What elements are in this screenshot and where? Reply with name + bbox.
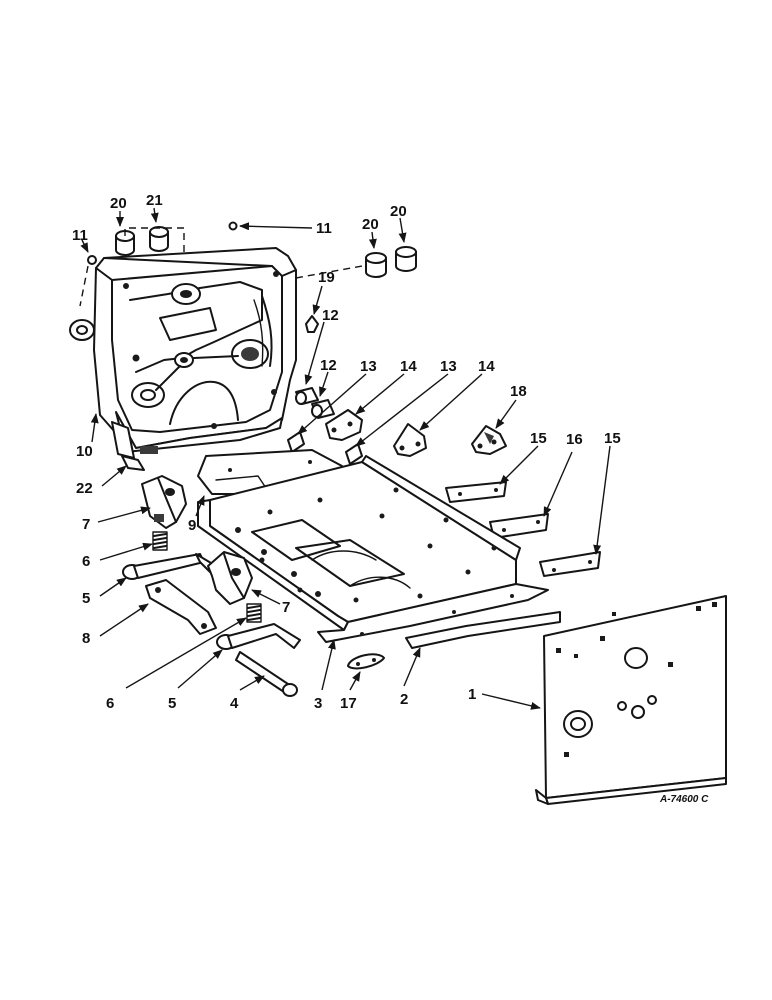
svg-text:11: 11 [72,227,88,244]
svg-text:16: 16 [566,431,583,448]
callout-7-upper: 7 [82,506,151,533]
bushing-20-right-b [395,246,417,272]
callout-14-a: 14 [355,358,417,415]
bushing-20-right-a [365,252,387,278]
svg-text:20: 20 [390,203,407,220]
svg-text:22: 22 [76,480,93,497]
svg-text:18: 18 [510,383,527,400]
svg-text:3: 3 [314,695,322,712]
svg-text:19: 19 [318,269,335,286]
clip-17 [347,653,385,670]
spring-6-upper [152,531,168,551]
callout-5-upper: 5 [82,577,127,607]
svg-text:20: 20 [110,195,127,212]
callout-12-a: 12 [304,307,339,385]
svg-text:5: 5 [82,590,90,607]
callout-8: 8 [82,603,149,647]
svg-text:8: 8 [82,630,90,647]
callout-3: 3 [314,639,336,712]
svg-text:6: 6 [82,553,90,570]
housing-part [69,247,297,459]
bushing-21 [149,226,169,252]
callout-10: 10 [76,413,99,460]
callout-2: 2 [400,647,421,708]
callout-7-lower: 7 [251,589,290,616]
screw-11-left [87,255,97,265]
callout-16: 16 [543,431,583,517]
svg-text:20: 20 [362,216,379,233]
latch-7-lower [207,551,253,605]
svg-text:5: 5 [168,695,176,712]
svg-text:9: 9 [188,517,196,534]
pin-12-b [311,399,335,419]
link-8 [145,579,217,635]
base-frame-3 [197,455,549,643]
callout-22: 22 [76,465,127,497]
svg-text:6: 6 [106,695,114,712]
grease-fitting-19 [305,315,319,333]
svg-text:15: 15 [604,430,621,447]
svg-text:21: 21 [146,192,163,209]
cam-plate-14-b [393,423,427,457]
svg-text:13: 13 [360,358,377,375]
callout-6-upper: 6 [82,542,153,570]
svg-text:7: 7 [82,516,90,533]
bolt-4 [235,651,298,697]
callout-5-lower: 5 [168,649,223,712]
callout-20-a: 20 [110,195,127,227]
rod-5-upper [122,553,217,580]
callout-11-left: 11 [72,227,89,253]
pin-12-a [295,387,319,405]
bracket-15-a [445,481,507,503]
callout-12-b: 12 [319,357,337,397]
callout-6-lower: 6 [106,617,247,712]
callout-20-b: 20 [362,216,379,249]
cover-strip-2 [405,611,561,649]
svg-text:1: 1 [468,686,476,703]
svg-text:10: 10 [76,443,93,460]
svg-text:13: 13 [440,358,457,375]
callout-15-a: 15 [499,430,547,485]
rod-5-lower [216,623,301,650]
cam-plate-14-a [325,409,363,441]
callout-18: 18 [495,383,527,429]
svg-text:4: 4 [230,695,239,712]
callout-19: 19 [312,269,335,315]
svg-text:14: 14 [400,358,417,375]
callout-20-c: 20 [390,203,407,243]
callout-11-top: 11 [239,220,332,237]
cam-plate-18 [471,425,507,455]
svg-text:15: 15 [530,430,547,447]
callout-14-b: 14 [419,358,495,431]
svg-text:12: 12 [320,357,337,374]
callout-15-b: 15 [593,430,621,555]
drawing-code: A-74600 C [659,794,709,805]
svg-text:17: 17 [340,695,357,712]
spring-6-lower [246,603,262,623]
callout-13-a: 13 [297,358,377,435]
latch-7-upper [141,475,187,529]
svg-text:11: 11 [316,220,332,237]
svg-text:2: 2 [400,691,408,708]
bracket-15-b [539,551,601,577]
callout-4: 4 [230,675,265,712]
svg-text:12: 12 [322,307,339,324]
callout-17: 17 [340,671,361,712]
callout-9: 9 [188,495,205,534]
callout-21: 21 [146,192,163,223]
svg-text:7: 7 [282,599,290,616]
panel-1 [535,595,727,805]
callout-13-b: 13 [355,358,457,447]
clip-13-a [287,431,305,453]
svg-text:14: 14 [478,358,495,375]
clip-13-b [345,443,363,465]
screw-11-top [228,221,238,231]
callout-1: 1 [468,686,541,710]
gasket-22 [121,455,145,471]
